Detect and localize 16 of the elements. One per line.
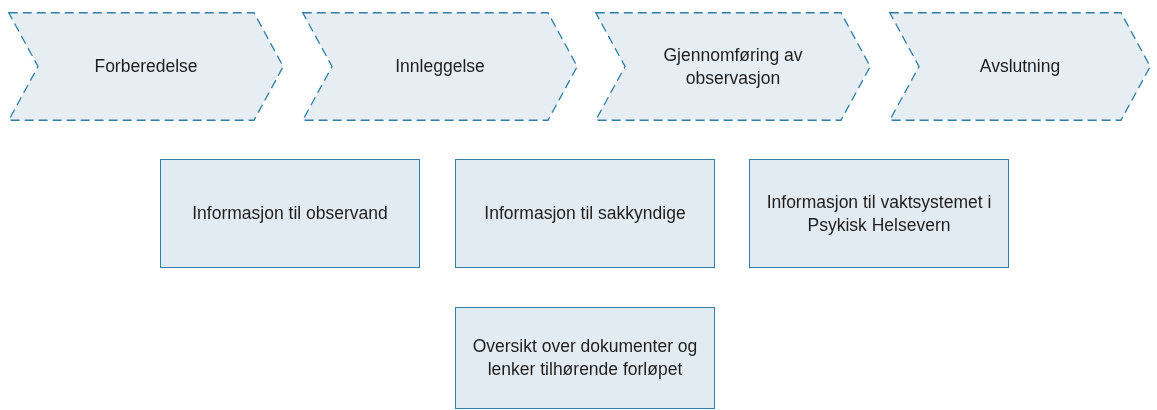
chevron-step [595, 12, 871, 121]
step-label: Gjennomføring av observasjon [662, 43, 804, 90]
step-label: Oversikt over dokumenter og lenker tilhørende forløpet [471, 335, 699, 381]
step-label: Forberedelse [94, 55, 198, 78]
step-label: Avslutning [979, 55, 1061, 78]
info-box [455, 307, 715, 409]
step-label: Innleggelse [395, 55, 485, 78]
chevron-step [8, 12, 284, 121]
info-box [749, 159, 1009, 268]
chevron-step [889, 12, 1151, 121]
step-label: Informasjon til vaktsystemet i Psykisk Helsevern [765, 190, 993, 237]
info-box [160, 159, 420, 268]
chevron-step [302, 12, 578, 121]
info-box [455, 159, 715, 268]
step-label: Informasjon til sakkyndige [484, 202, 686, 225]
step-label: Informasjon til observand [192, 202, 388, 225]
